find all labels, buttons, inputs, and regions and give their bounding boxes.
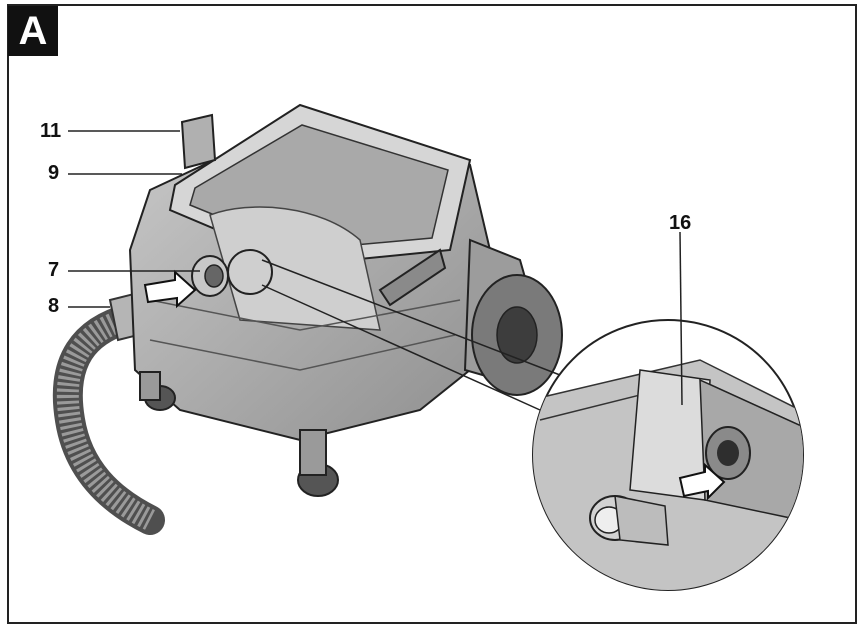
detail-magnifier bbox=[532, 231, 804, 591]
callout-7: 7 bbox=[48, 259, 60, 281]
dust-container bbox=[128, 103, 563, 497]
callout-8: 8 bbox=[48, 295, 60, 317]
zoom-connector-top bbox=[261, 259, 561, 376]
callout-9: 9 bbox=[48, 162, 60, 184]
zoom-connector-bottom bbox=[261, 284, 541, 411]
figure-frame bbox=[7, 4, 857, 624]
callout-11: 11 bbox=[40, 120, 62, 142]
figure-tag: A bbox=[8, 6, 58, 56]
callout-16: 16 bbox=[669, 212, 692, 234]
